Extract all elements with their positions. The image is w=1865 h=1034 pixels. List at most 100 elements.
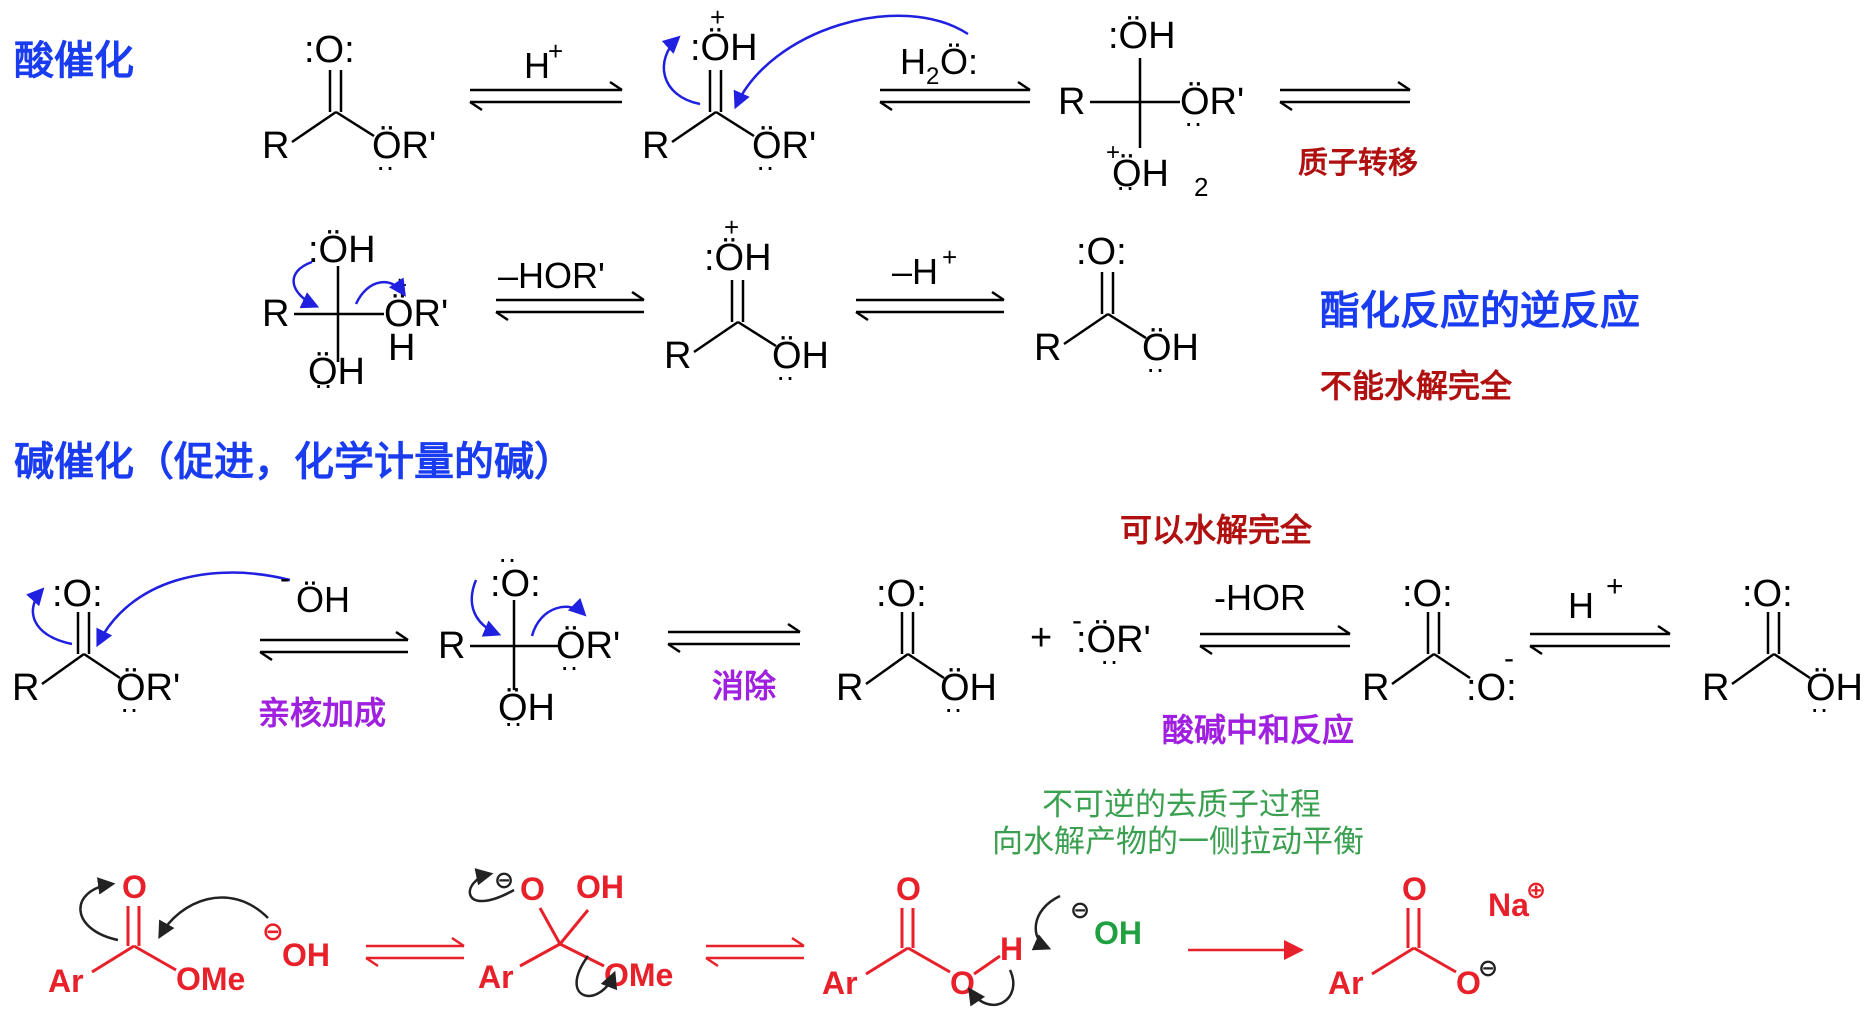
tetrahedral-intermediate-acid: R :ÖH ÖR' ·· ÖH 2 + ··: [1058, 15, 1244, 202]
carboxylic-acid-2: R :O: ÖH ··: [836, 573, 997, 724]
curved-arrow: [968, 969, 1015, 1007]
ester-oxygen: ÖR': [556, 625, 620, 667]
hydroxyl: ÖH: [1806, 667, 1863, 709]
curved-arrow: [468, 868, 515, 903]
curved-arrow: [79, 877, 119, 942]
complete-hydrolysis-note: 可以水解完全: [1120, 511, 1313, 549]
minus-circle: ⊖: [1478, 955, 1498, 982]
equilibrium-arrow-1: H +: [469, 36, 623, 112]
hydroxide-ion: OH: [282, 937, 330, 973]
base-catalysis-heading: 碱催化（促进，化学计量的碱）: [14, 439, 574, 485]
lone-pair: ··: [376, 151, 395, 182]
hydroxyl-oxygen: O: [950, 965, 975, 1001]
aryl-group: Ar: [48, 963, 84, 999]
methoxy-group: OMe: [176, 961, 245, 997]
equilibrium-arrow-9: H +: [1529, 570, 1671, 656]
plus-sign: +: [1030, 617, 1052, 659]
methoxide-reagent-hydroxide: ⊖ OH: [262, 916, 330, 973]
proton-reagent: H: [524, 45, 550, 86]
equilibrium-arrow-8: -HOR: [1199, 577, 1351, 656]
lone-pair: ··: [498, 543, 517, 574]
equilibrium-arrow-3: [1279, 80, 1411, 112]
alkoxide-oxygen: O: [520, 871, 545, 907]
water-reagent: H: [900, 41, 926, 82]
lone-pair: ··: [504, 707, 523, 738]
tetrahedral-intermediate-aryl: Ar O ⊖ OH OMe: [468, 867, 673, 998]
r-group: R: [1702, 667, 1729, 709]
carboxylate: R :O: :O: -: [1362, 573, 1517, 709]
oxonium-ester: ÖR': [384, 293, 448, 335]
acid-base-neutralization-note: 酸碱中和反应: [1162, 711, 1354, 749]
carboxylate-oxygen: :O:: [1466, 667, 1517, 709]
lone-pair: ··: [1100, 645, 1119, 676]
aryl-carboxylic-acid: Ar O O H: [822, 871, 1023, 1007]
r-group: R: [262, 293, 289, 335]
curved-arrow: [292, 260, 320, 309]
equilibrium-arrow-red-2: [705, 936, 805, 968]
r-group: R: [438, 625, 465, 667]
minus-circle: ⊖: [262, 916, 284, 946]
equilibrium-arrow-6: [259, 630, 409, 662]
plus-circle: ⊕: [1526, 877, 1546, 904]
curved-arrow: [96, 571, 291, 648]
r-group: R: [664, 335, 691, 377]
carbonyl-oxygen: :O:: [1076, 231, 1127, 273]
water-oxygen: Ö:: [940, 41, 978, 82]
irreversible-note-line1: 不可逆的去质子过程: [1042, 787, 1321, 823]
hydroxide-reagent: - ÖH: [280, 562, 350, 620]
lone-pair: ··: [756, 151, 775, 182]
equilibrium-arrow-7: [667, 622, 801, 654]
hydroxyl: ÖH: [498, 687, 555, 729]
curved-arrow: [354, 277, 406, 305]
carbonyl-oxygen: :O:: [304, 29, 355, 71]
minus-circle: ⊖: [494, 867, 514, 894]
protonated-carbonyl: :ÖH: [690, 27, 758, 69]
lone-pair: ··: [120, 693, 139, 724]
r-group: R: [262, 125, 289, 167]
carbonyl-oxygen: :O:: [52, 573, 103, 615]
aryl-group: Ar: [1328, 965, 1364, 1001]
hydroxyl-top: :ÖH: [1108, 15, 1176, 57]
ester-oxygen: ÖR': [752, 125, 816, 167]
r-group: R: [12, 667, 39, 709]
curved-arrow: [661, 35, 701, 106]
ester-oxygen: ÖR': [372, 125, 436, 167]
lone-pair: ··: [1184, 107, 1203, 138]
hydroxide-base-green: ⊖ OH: [1031, 894, 1142, 951]
plus-charge: +: [710, 2, 725, 32]
hydroxyl: ÖH: [940, 667, 997, 709]
carbonyl-oxygen: O: [896, 871, 921, 907]
elimination-note: 消除: [712, 667, 777, 705]
oxonium-group: ÖH: [1112, 153, 1169, 195]
aryl-group: Ar: [478, 959, 514, 995]
hydroxyl: ÖH: [1142, 327, 1199, 369]
reverse-esterification-note: 酯化反应的逆反应: [1320, 288, 1640, 334]
carbonyl-oxygen: :O:: [1402, 573, 1453, 615]
ester-oxygen: ÖR': [116, 667, 180, 709]
curved-arrow: [575, 955, 618, 998]
lone-pair: ··: [1146, 353, 1165, 384]
curved-arrow: [530, 597, 587, 637]
water-subscript: 2: [926, 63, 939, 90]
lone-pair: ··: [1810, 693, 1829, 724]
hydroxide-ion: OH: [1094, 915, 1142, 951]
proton-transfer-note: 质子转移: [1298, 146, 1418, 181]
carboxylic-acid-1: R :O: ÖH ··: [1034, 231, 1199, 384]
hydroxide-ion: ÖH: [296, 579, 350, 620]
r-group: R: [1058, 81, 1085, 123]
minus-circle: ⊖: [1070, 897, 1090, 924]
ester-2: R :O: ÖR' ··: [12, 571, 291, 724]
carbonyl-oxygen: :O:: [876, 573, 927, 615]
irreversible-note-line2: 向水解产物的一侧拉动平衡: [992, 824, 1364, 860]
tetrahedral-intermediate-base: R :O: ·· ÖR' ·· ÖH ··: [438, 543, 620, 738]
r-group: R: [1362, 667, 1389, 709]
r-group: R: [642, 125, 669, 167]
plus-superscript: +: [548, 36, 563, 66]
carboxylate-oxygen: O: [1456, 965, 1481, 1001]
carboxylic-acid-3: R :O: ÖH ··: [1702, 573, 1863, 724]
lone-pair: ··: [944, 693, 963, 724]
hydroxyl-top: :ÖH: [308, 229, 376, 271]
plus-superscript: +: [942, 242, 957, 272]
aryl-ester: Ar O OMe: [48, 869, 269, 999]
